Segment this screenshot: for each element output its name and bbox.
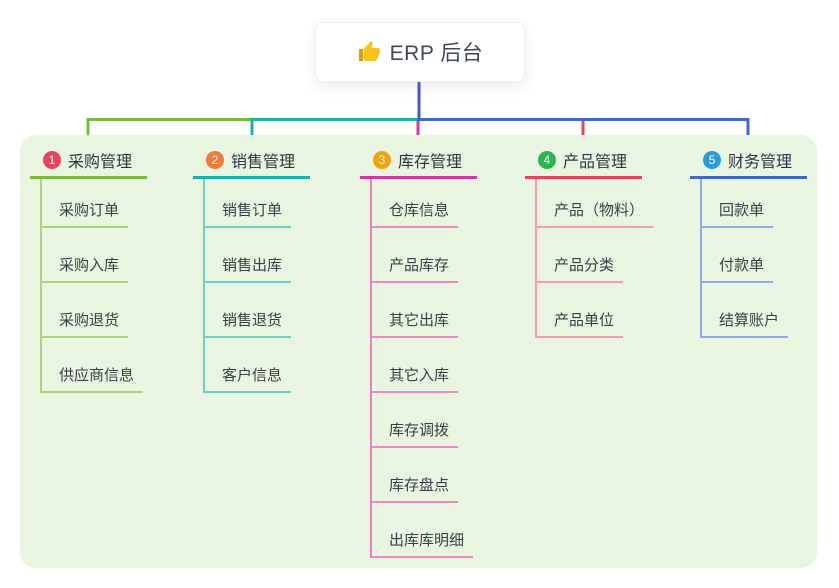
branch-finance: 5 财务管理 回款单 付款单 结算账户 (690, 149, 807, 338)
child-node[interactable]: 采购订单 (42, 179, 143, 228)
branch-sales: 2 销售管理 销售订单 销售出库 销售退货 客户信息 (193, 149, 310, 393)
child-node[interactable]: 产品库存 (372, 228, 473, 283)
root-node-title: ERP 后台 (389, 42, 484, 65)
branch-title: 财务管理 (728, 154, 793, 171)
branch-finance-header[interactable]: 5 财务管理 (690, 149, 807, 179)
branch-inventory-header[interactable]: 3 库存管理 (360, 149, 477, 179)
branch-sales-header[interactable]: 2 销售管理 (193, 149, 310, 179)
child-node[interactable]: 销售订单 (205, 179, 292, 228)
branch-title: 库存管理 (398, 154, 463, 171)
branch-product-header[interactable]: 4 产品管理 (525, 149, 642, 179)
child-node[interactable]: 销售出库 (205, 228, 292, 283)
child-node[interactable]: 采购入库 (42, 228, 143, 283)
branch-number-badge: 3 (373, 151, 391, 169)
branch-sales-children: 销售订单 销售出库 销售退货 客户信息 (203, 179, 292, 393)
branch-title: 采购管理 (68, 154, 133, 171)
child-node[interactable]: 付款单 (702, 228, 788, 283)
branch-purchase-header[interactable]: 1 采购管理 (30, 149, 147, 179)
thumbs-up-icon (358, 41, 380, 61)
branch-number-badge: 1 (43, 151, 61, 169)
branch-finance-children: 回款单 付款单 结算账户 (700, 179, 789, 338)
branch-product: 4 产品管理 产品（物料） 产品分类 产品单位 (525, 149, 654, 338)
child-node[interactable]: 客户信息 (205, 338, 292, 393)
branch-product-children: 产品（物料） 产品分类 产品单位 (535, 179, 654, 338)
child-node[interactable]: 其它出库 (372, 283, 473, 338)
child-node[interactable]: 产品单位 (537, 283, 653, 338)
branch-number-badge: 4 (538, 151, 556, 169)
child-node[interactable]: 销售退货 (205, 283, 292, 338)
branch-purchase: 1 采购管理 采购订单 采购入库 采购退货 供应商信息 (30, 149, 147, 393)
child-node[interactable]: 出库库明细 (372, 503, 474, 558)
branch-title: 销售管理 (231, 154, 296, 171)
child-node[interactable]: 库存调拨 (372, 393, 473, 448)
child-node[interactable]: 仓库信息 (372, 179, 473, 228)
child-node[interactable]: 采购退货 (42, 283, 143, 338)
branches-panel: 1 采购管理 采购订单 采购入库 采购退货 供应商信息 2 销售管理 销售订单 … (20, 135, 817, 568)
root-node-erp-backend[interactable]: ERP 后台 (315, 22, 525, 82)
branch-title: 产品管理 (563, 154, 628, 171)
child-node[interactable]: 回款单 (702, 179, 788, 228)
branch-number-badge: 2 (206, 151, 224, 169)
child-node[interactable]: 其它入库 (372, 338, 473, 393)
child-node[interactable]: 供应商信息 (42, 338, 144, 393)
child-node[interactable]: 结算账户 (702, 283, 789, 338)
child-node[interactable]: 产品分类 (537, 228, 653, 283)
branch-purchase-children: 采购订单 采购入库 采购退货 供应商信息 (40, 179, 144, 393)
child-node[interactable]: 产品（物料） (537, 179, 654, 228)
branch-number-badge: 5 (703, 151, 721, 169)
branch-inventory-children: 仓库信息 产品库存 其它出库 其它入库 库存调拨 库存盘点 出库库明细 (370, 179, 474, 558)
branch-inventory: 3 库存管理 仓库信息 产品库存 其它出库 其它入库 库存调拨 库存盘点 出库库… (360, 149, 477, 558)
child-node[interactable]: 库存盘点 (372, 448, 473, 503)
